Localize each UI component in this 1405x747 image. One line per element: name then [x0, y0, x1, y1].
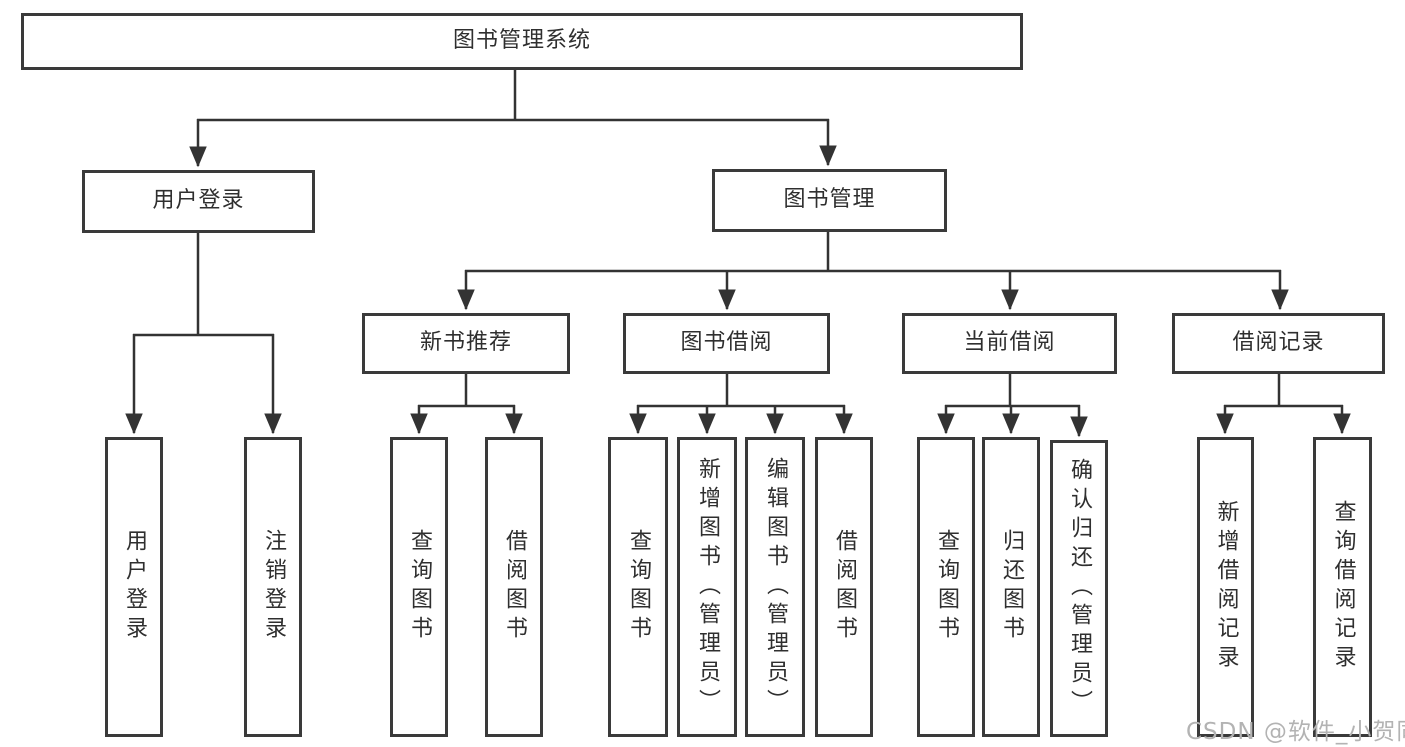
leaf-query-borrow-record: 查询借阅记录 [1313, 437, 1372, 737]
leaf-return-books: 归还图书 [982, 437, 1040, 737]
node-new-book-recommend: 新书推荐 [362, 313, 570, 374]
leaf-user-login: 用户登录 [105, 437, 163, 737]
leaf-edit-books-admin: 编辑图书（管理员） [745, 437, 805, 737]
node-root-library-management-system: 图书管理系统 [21, 13, 1023, 70]
node-book-management: 图书管理 [712, 169, 947, 232]
leaf-add-books-admin: 新增图书（管理员） [677, 437, 737, 737]
leaf-query-books-current: 查询图书 [917, 437, 975, 737]
node-user-login: 用户登录 [82, 170, 315, 233]
leaf-query-books-recommend: 查询图书 [390, 437, 448, 737]
leaf-borrow-books: 借阅图书 [815, 437, 873, 737]
leaf-borrow-books-recommend: 借阅图书 [485, 437, 543, 737]
leaf-confirm-return-admin: 确认归还（管理员） [1050, 440, 1108, 737]
node-book-borrowing: 图书借阅 [623, 313, 830, 374]
node-current-borrowing: 当前借阅 [902, 313, 1117, 374]
node-borrowing-records: 借阅记录 [1172, 313, 1385, 374]
csdn-watermark: CSDN @软件_小贺同学 [1186, 719, 1405, 745]
leaf-logout: 注销登录 [244, 437, 302, 737]
connector-arrows [125, 119, 1351, 438]
leaf-add-borrow-record: 新增借阅记录 [1197, 437, 1254, 737]
connector-elbows [133, 68, 1343, 408]
leaf-query-books-borrowing: 查询图书 [608, 437, 668, 737]
